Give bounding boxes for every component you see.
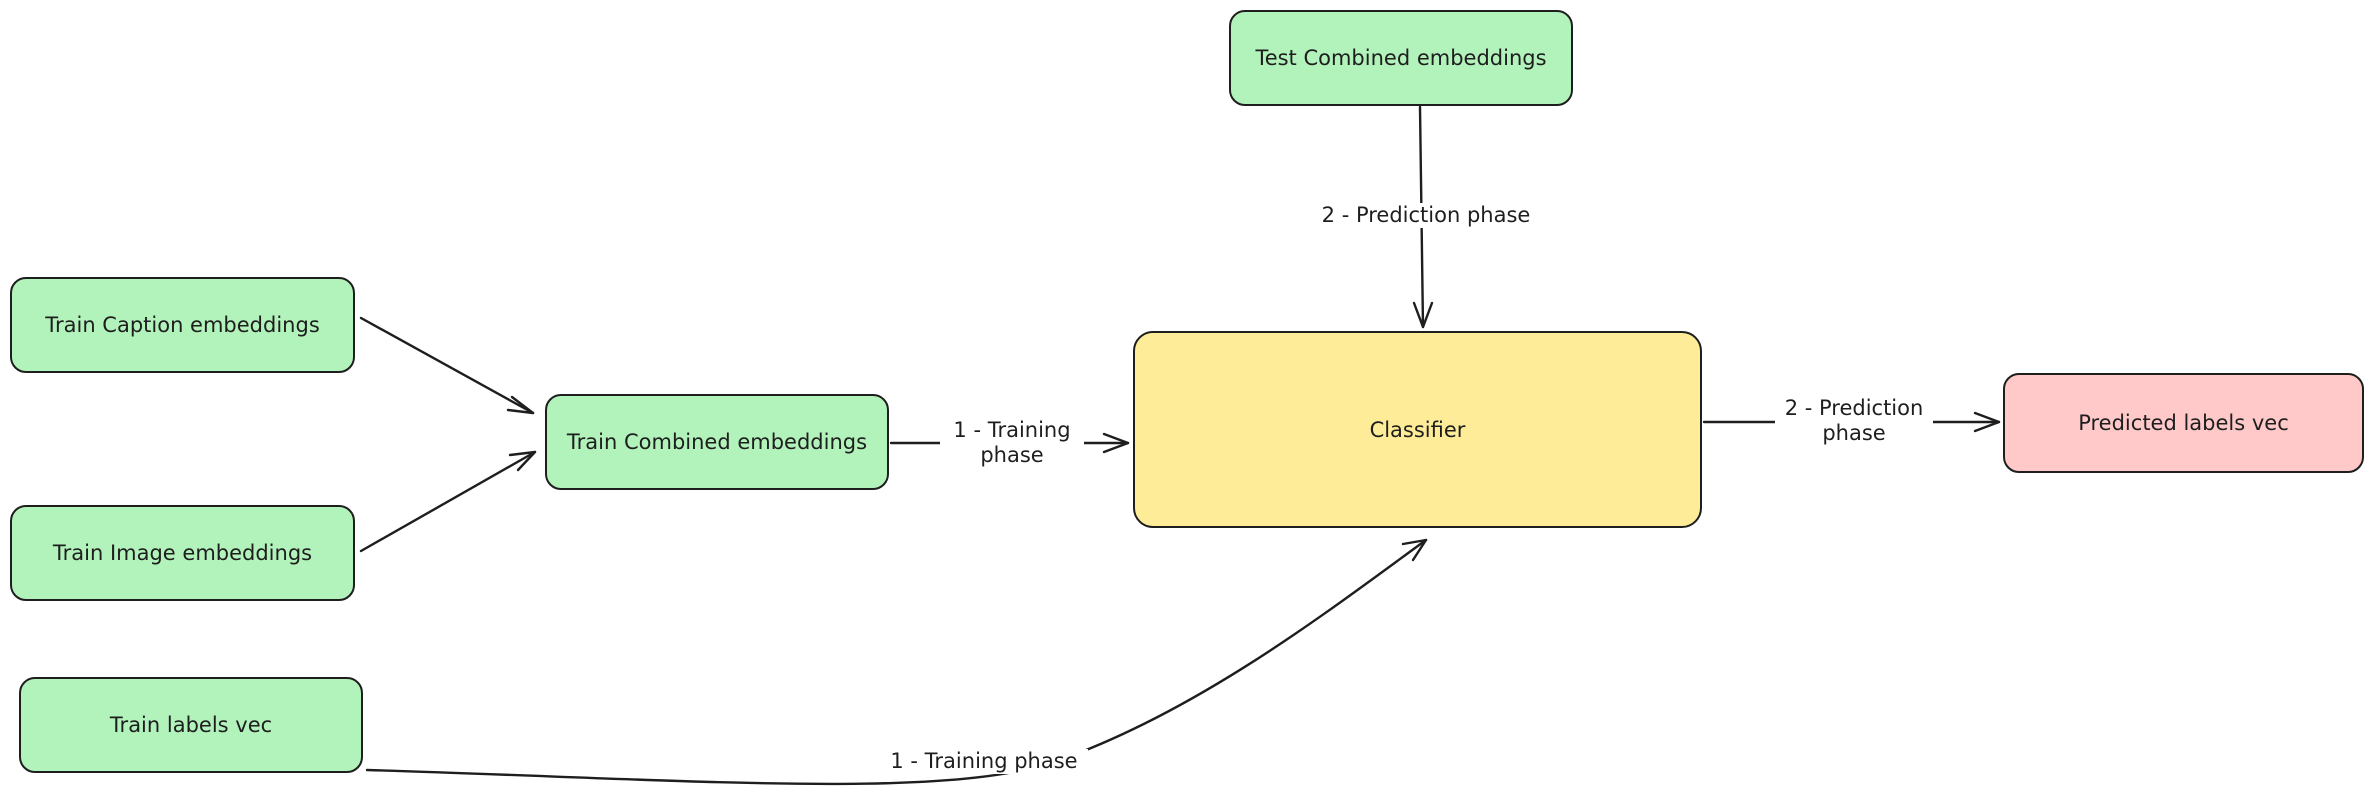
node-train-caption-embeddings[interactable]: Train Caption embeddings xyxy=(10,277,355,373)
node-train-labels-vec[interactable]: Train labels vec xyxy=(19,677,363,773)
node-test-combined-embeddings[interactable]: Test Combined embeddings xyxy=(1229,10,1573,106)
node-label: Predicted labels vec xyxy=(2078,411,2289,435)
arrow-labels-to-classifier xyxy=(365,538,1428,786)
arrowhead-classifier-to-predicted xyxy=(1973,411,2001,433)
node-train-image-embeddings[interactable]: Train Image embeddings xyxy=(10,505,355,601)
node-label: Train labels vec xyxy=(109,713,273,737)
arrowhead-caption-to-combined xyxy=(506,395,535,415)
node-label: Test Combined embeddings xyxy=(1255,46,1547,70)
arrow-image-to-combined xyxy=(359,450,537,553)
node-label: Train Caption embeddings xyxy=(45,313,320,337)
node-predicted-labels-vec[interactable]: Predicted labels vec xyxy=(2003,373,2364,473)
arrow-caption-to-combined xyxy=(359,316,535,415)
node-label: Classifier xyxy=(1369,417,1466,442)
arrowhead-image-to-combined xyxy=(508,450,537,472)
arrowhead-labels-to-classifier xyxy=(1401,538,1428,562)
edge-label-classifier-to-predicted: 2 - Prediction phase xyxy=(1775,396,1933,446)
edge-label-combined-to-classifier: 1 - Training phase xyxy=(940,418,1084,468)
arrowhead-test-to-classifier xyxy=(1412,301,1434,329)
edge-label-labels-to-classifier: 1 - Training phase xyxy=(880,749,1088,774)
node-label: Train Combined embeddings xyxy=(566,430,868,454)
node-classifier[interactable]: Classifier xyxy=(1133,331,1702,528)
node-label: Train Image embeddings xyxy=(52,541,313,565)
arrowhead-combined-to-classifier xyxy=(1102,432,1130,454)
edge-label-test-to-classifier: 2 - Prediction phase xyxy=(1312,203,1540,228)
node-train-combined-embeddings[interactable]: Train Combined embeddings xyxy=(545,394,889,490)
